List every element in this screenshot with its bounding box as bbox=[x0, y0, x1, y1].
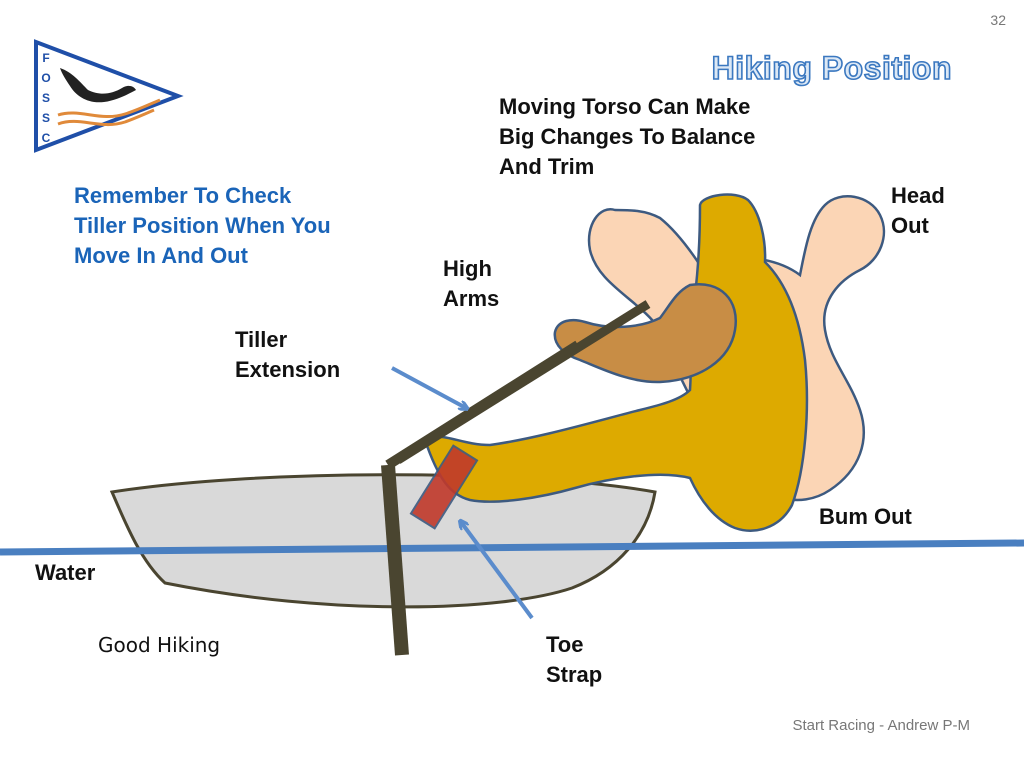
toe-strap-label: Toe Strap bbox=[546, 630, 602, 690]
logo-letter: S bbox=[42, 111, 50, 125]
logo-letter: F bbox=[42, 51, 49, 65]
sailor-body bbox=[423, 193, 809, 532]
high-arms-line: High bbox=[443, 256, 492, 281]
tiller-note-line: Tiller Position When You bbox=[74, 213, 331, 238]
tiller-note-line: Remember To Check bbox=[74, 183, 292, 208]
balance-note-line: Moving Torso Can Make bbox=[499, 94, 751, 119]
balance-note-line: Big Changes To Balance bbox=[499, 124, 756, 149]
page-title: Hiking Position bbox=[711, 49, 952, 87]
fossc-logo bbox=[34, 39, 184, 153]
slide-footer: Start Racing - Andrew P-M bbox=[792, 717, 970, 734]
tiller-extension-line: Extension bbox=[235, 357, 341, 382]
logo-letter: O bbox=[41, 71, 50, 85]
logo-letter: C bbox=[42, 131, 51, 145]
tiller-extension-arrow bbox=[391, 366, 466, 408]
head-out-label: Head Out bbox=[891, 181, 945, 241]
tiller-extension-label: Tiller Extension bbox=[235, 325, 340, 385]
slide-number: 32 bbox=[990, 12, 1006, 28]
sailor-arm bbox=[553, 282, 738, 384]
tiller-extension-line: Tiller bbox=[235, 327, 288, 352]
toe-strap-line: Toe bbox=[546, 632, 584, 657]
tiller-note: Remember To Check Tiller Position When Y… bbox=[74, 181, 434, 271]
tiller-extension bbox=[395, 300, 651, 464]
toe-strap-line: Strap bbox=[546, 662, 603, 687]
water-line bbox=[0, 539, 1024, 556]
head-out-line: Out bbox=[891, 213, 929, 238]
logo-letter: S bbox=[42, 91, 50, 105]
balance-note: Moving Torso Can Make Big Changes To Bal… bbox=[499, 92, 859, 182]
water-label: Water bbox=[35, 560, 96, 585]
bum-out-label: Bum Out bbox=[819, 504, 912, 529]
toe-strap-arrow bbox=[461, 522, 534, 620]
diagram-caption: Good Hiking bbox=[98, 633, 221, 657]
bird-icon bbox=[60, 68, 136, 103]
head-out-line: Head bbox=[891, 183, 945, 208]
toe-strap bbox=[409, 444, 479, 530]
tiller-note-line: Move In And Out bbox=[74, 243, 248, 268]
boat-hull bbox=[109, 473, 657, 609]
rudder bbox=[381, 464, 409, 656]
high-arms-label: High Arms bbox=[443, 254, 499, 314]
high-arms-line: Arms bbox=[443, 286, 500, 311]
balance-note-line: And Trim bbox=[499, 154, 595, 179]
